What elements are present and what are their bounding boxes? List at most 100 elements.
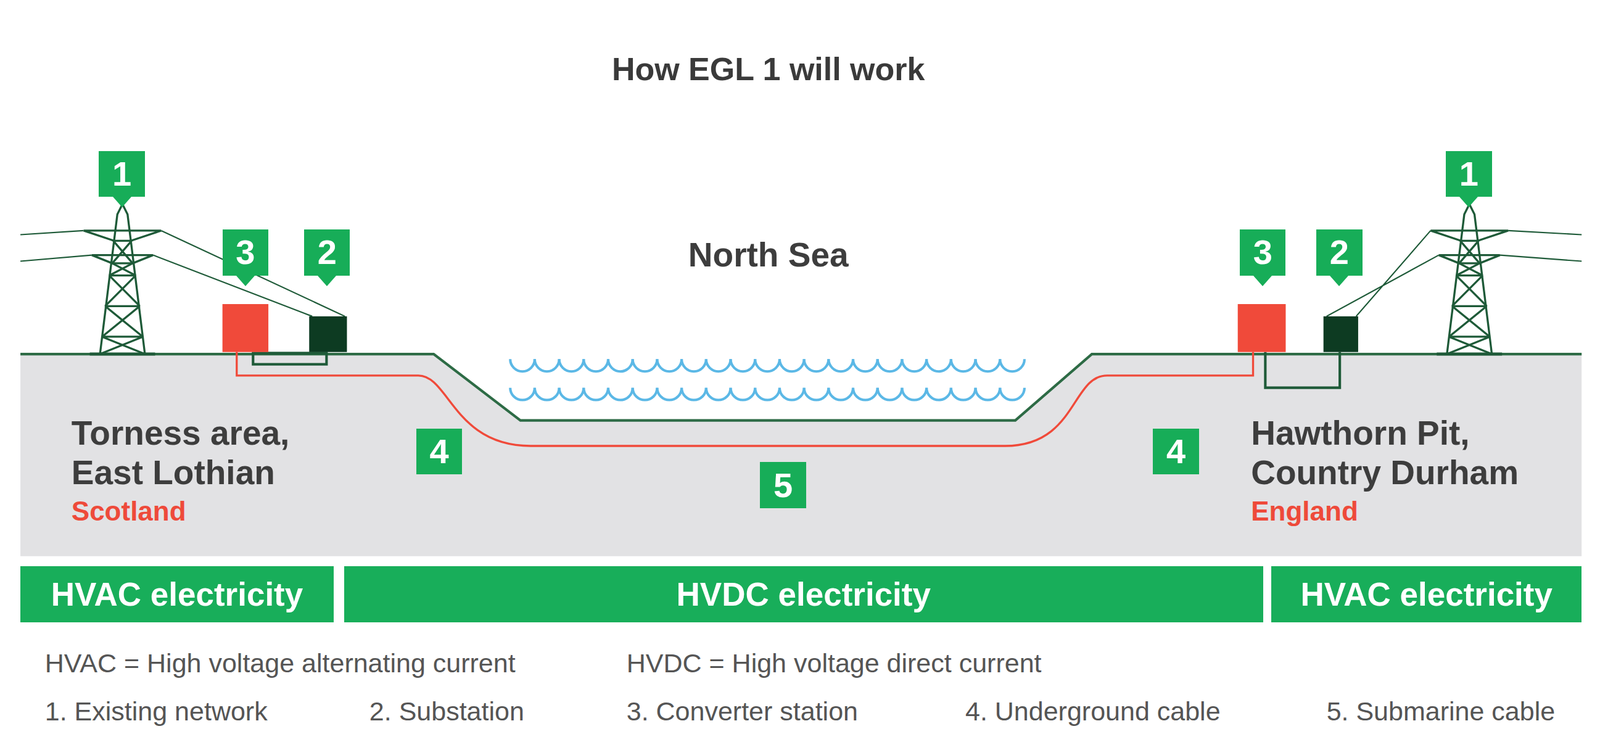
wave [510, 358, 535, 372]
wave [534, 387, 560, 401]
wave [926, 358, 952, 372]
region-name: Hawthorn Pit, Country Durham [1250, 413, 1584, 493]
converter-station [222, 304, 269, 353]
callout-pointer [236, 275, 255, 287]
wave [877, 387, 903, 401]
band-label: HVAC electricity [1300, 577, 1553, 611]
pylon [83, 204, 162, 355]
callout-pointer [1253, 275, 1272, 287]
callout-pointer [317, 275, 337, 287]
country-name: England [1250, 495, 1359, 527]
sea-name: North Sea [688, 235, 849, 275]
wave [877, 358, 903, 372]
wave [632, 358, 658, 372]
wave [804, 387, 829, 401]
wave [779, 387, 805, 401]
abbreviation-note: HVDC = High voltage direct current [626, 648, 1042, 679]
wave [583, 358, 609, 372]
callout-pointer [112, 196, 132, 208]
wave [828, 387, 854, 401]
wave [559, 358, 585, 372]
key-item: 4. Underground cable [965, 696, 1221, 727]
wave [656, 387, 682, 401]
power-line [20, 230, 345, 317]
country-name: Scotland [71, 495, 187, 527]
hvac-link [252, 352, 327, 364]
callout-number: 2 [1316, 229, 1362, 276]
abbreviation-note: HVAC = High voltage alternating current [45, 648, 516, 679]
callout-number: 1 [98, 151, 145, 197]
band-label: HVDC electricity [676, 577, 931, 611]
callout-text: 4 [1166, 434, 1186, 469]
callout-pointer [1329, 275, 1349, 287]
callout-number: 3 [1239, 229, 1286, 276]
callout-text: 4 [429, 434, 450, 469]
wave [632, 387, 658, 401]
wave [583, 387, 609, 401]
current-band: HVDC electricity [344, 566, 1264, 623]
callout-pointer [1459, 196, 1478, 208]
callout-text: 3 [1253, 235, 1273, 270]
callout-text: 5 [773, 468, 793, 503]
wave [901, 387, 927, 401]
wave [681, 387, 707, 401]
band-label: HVAC electricity [51, 577, 303, 611]
wave [951, 358, 976, 372]
wave [999, 358, 1025, 372]
callout-number: 1 [1445, 151, 1492, 197]
wave [926, 387, 952, 401]
wave [559, 387, 585, 401]
callout-pointer [1253, 275, 1272, 287]
title: How EGL 1 will work [611, 50, 926, 88]
callout-pointer [317, 275, 337, 287]
wave [754, 387, 780, 401]
converter-station [1237, 304, 1287, 353]
pylon [1430, 204, 1509, 355]
wave [656, 358, 682, 372]
substation [309, 316, 347, 353]
key-item: 2. Substation [369, 696, 525, 727]
wave [975, 387, 1001, 401]
wave [534, 358, 560, 372]
region-name: Torness area, East Lothian [71, 413, 343, 493]
wave [975, 358, 1001, 372]
wave [681, 358, 707, 372]
callout-pointer [1329, 275, 1349, 287]
callout-text: 1 [112, 156, 132, 192]
current-band: HVAC electricity [20, 566, 334, 623]
wave [706, 387, 731, 401]
sea-waves [510, 358, 1025, 400]
callout-pointer [112, 196, 132, 208]
wave [853, 387, 878, 401]
wave [828, 358, 854, 372]
wave [754, 358, 780, 372]
wave [730, 358, 756, 372]
wave [999, 387, 1025, 401]
callout-pointer [236, 275, 255, 287]
wave [608, 387, 633, 401]
callout-pointer [1459, 196, 1478, 208]
callout-text: 2 [317, 235, 337, 270]
key-item: 3. Converter station [626, 696, 858, 727]
wave [779, 358, 805, 372]
hvdc-cable [236, 352, 1254, 446]
callout-text: 1 [1459, 156, 1479, 192]
callout-number: 2 [304, 229, 350, 276]
wave [510, 387, 535, 401]
wave [853, 358, 878, 372]
wave [804, 358, 829, 372]
wave [951, 387, 976, 401]
key-item: 5. Submarine cable [1326, 696, 1556, 727]
current-band: HVAC electricity [1271, 566, 1582, 623]
key-item: 1. Existing network [45, 696, 268, 727]
hvac-link [1265, 352, 1340, 388]
callout-number: 4 [1152, 428, 1199, 475]
substation [1323, 316, 1359, 353]
wave [608, 358, 633, 372]
callout-number: 4 [416, 428, 462, 475]
callout-text: 3 [235, 235, 255, 270]
wave [706, 358, 731, 372]
callout-number: 3 [222, 229, 269, 276]
callout-number: 5 [759, 461, 806, 508]
